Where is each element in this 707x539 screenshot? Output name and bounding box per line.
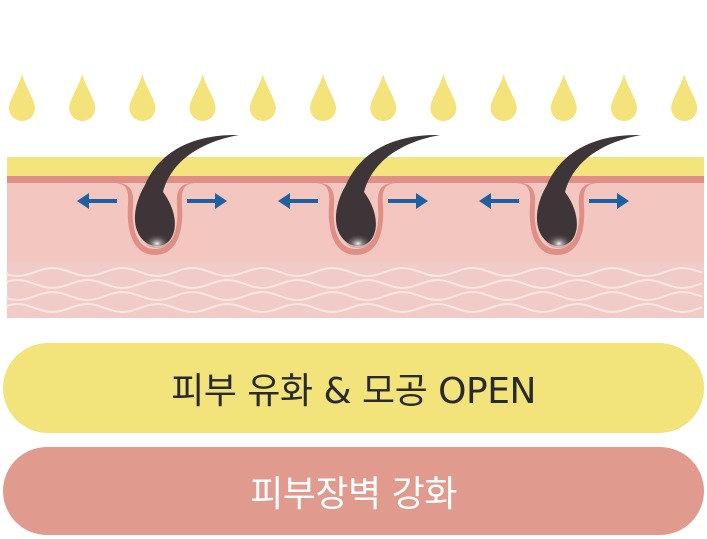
hair-follicle bbox=[113, 134, 239, 255]
skin-barrier-banner: 피부장벽 강화 bbox=[3, 447, 704, 535]
oil-drop-icon bbox=[550, 74, 577, 121]
oil-drop-icon bbox=[490, 74, 517, 121]
oil-drop-icon bbox=[189, 74, 216, 121]
oil-drop-icon bbox=[611, 74, 637, 121]
emulsify-pores-open-label: 피부 유화 & 모공 OPEN bbox=[171, 371, 536, 412]
oil-drop-icon bbox=[9, 74, 35, 121]
oil-drop-icon bbox=[310, 74, 336, 121]
oil-drop-icon bbox=[129, 74, 156, 121]
hair-follicles bbox=[77, 134, 641, 255]
emulsify-pores-open-banner: 피부 유화 & 모공 OPEN bbox=[3, 343, 704, 433]
hair-follicle bbox=[314, 134, 440, 255]
dermis bbox=[7, 261, 704, 318]
oil-drop-icon bbox=[249, 74, 276, 121]
hair-bulb bbox=[545, 228, 573, 248]
hair-follicle bbox=[515, 134, 641, 255]
oil-drop-icon bbox=[69, 74, 96, 121]
dermis-wave-line bbox=[6, 302, 703, 314]
arrow-icon bbox=[589, 193, 629, 209]
arrow-icon bbox=[77, 193, 117, 209]
oil-drops bbox=[9, 74, 698, 121]
hair-bulb bbox=[143, 228, 171, 248]
arrow-icon bbox=[479, 193, 519, 209]
oil-drop-icon bbox=[430, 74, 457, 121]
dermis-wave-line bbox=[6, 278, 703, 290]
arrow-icon bbox=[278, 193, 318, 209]
oil-layer bbox=[7, 157, 704, 176]
hair-shaft bbox=[335, 134, 440, 246]
dermis-waves bbox=[6, 266, 703, 314]
arrow-icon bbox=[187, 193, 227, 209]
skin-diagram bbox=[6, 74, 704, 318]
dermis-wave-line bbox=[6, 266, 703, 278]
hair-bulb bbox=[344, 228, 372, 248]
hair-shaft bbox=[134, 134, 239, 246]
hair-shaft bbox=[536, 134, 641, 246]
oil-drop-icon bbox=[370, 74, 397, 121]
arrow-icon bbox=[388, 193, 428, 209]
dermis-wave-line bbox=[6, 290, 703, 302]
skin-barrier-label: 피부장벽 강화 bbox=[250, 474, 457, 515]
oil-drop-icon bbox=[671, 74, 698, 121]
